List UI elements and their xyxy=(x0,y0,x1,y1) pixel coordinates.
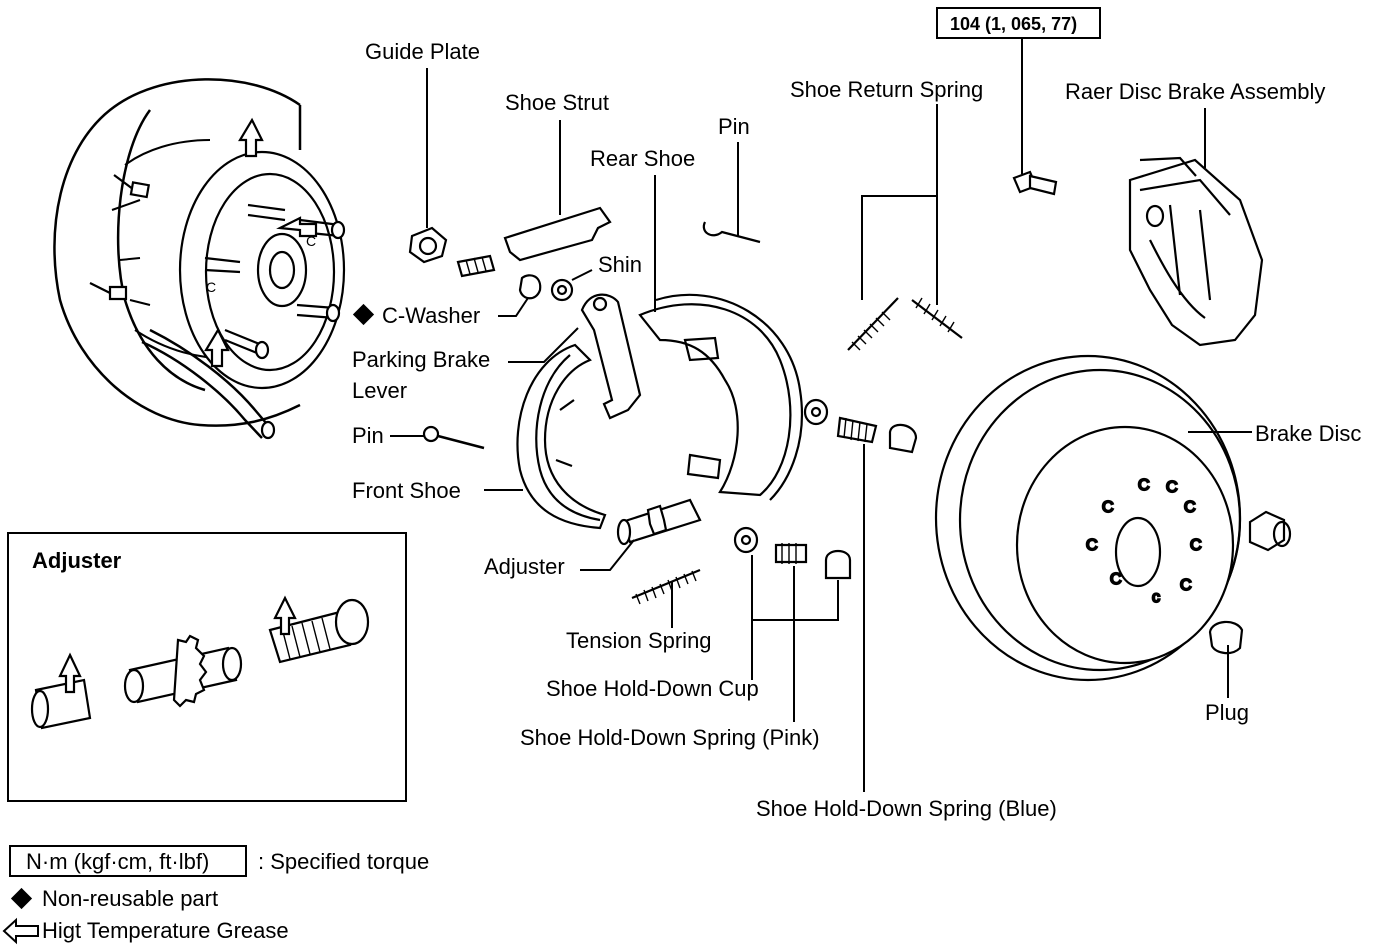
svg-text:C: C xyxy=(1166,479,1178,496)
label-parking-brake-lever-line2: Lever xyxy=(352,378,407,403)
small-spring-part xyxy=(456,254,496,278)
label-adjuster: Adjuster xyxy=(484,554,565,579)
plug-part xyxy=(1208,620,1244,698)
label-pin-top: Pin xyxy=(718,114,750,139)
label-rear-disc-brake-assembly: Raer Disc Brake Assembly xyxy=(1065,79,1325,104)
label-shin: Shin xyxy=(598,252,642,277)
label-shoe-strut: Shoe Strut xyxy=(505,90,609,115)
bolt-part xyxy=(1012,38,1058,196)
label-shoe-hold-down-spring-pink: Shoe Hold-Down Spring (Pink) xyxy=(520,725,820,750)
label-c-washer: C-Washer xyxy=(382,303,480,328)
label-pin-mid: Pin xyxy=(352,423,384,448)
label-shoe-hold-down-spring-blue: Shoe Hold-Down Spring (Blue) xyxy=(756,796,1057,821)
rear-shoe-part xyxy=(638,175,804,501)
shoe-hold-down-parts-upper xyxy=(803,398,918,792)
svg-text:C: C xyxy=(1180,577,1192,594)
label-parking-brake-lever-line1: Parking Brake xyxy=(352,347,490,372)
adjuster-inset: Adjuster xyxy=(7,532,407,802)
adjuster-inset-title: Adjuster xyxy=(32,548,122,573)
svg-text:C: C xyxy=(1086,537,1098,554)
legend-torque-desc: : Specified torque xyxy=(258,849,429,874)
legend-non-reusable: Non-reusable part xyxy=(42,886,218,911)
brake-disc-part: C C C C C c C C C xyxy=(934,354,1252,682)
parking-brake-lever-part xyxy=(508,293,642,420)
svg-text:C: C xyxy=(1138,477,1150,494)
svg-text:C: C xyxy=(1190,537,1202,554)
label-brake-disc: Brake Disc xyxy=(1255,421,1361,446)
legend-torque-box xyxy=(9,845,247,877)
shoe-strut-part xyxy=(503,120,612,262)
pin-mid-part xyxy=(390,425,485,450)
svg-text:c: c xyxy=(1152,589,1160,606)
legend: N·m (kgf·cm, ft·lbf) : Specified torque … xyxy=(2,845,429,945)
lug-nut-part xyxy=(1248,510,1292,552)
caliper-part xyxy=(1128,108,1264,347)
c-washer-part xyxy=(498,274,542,317)
adjuster-part xyxy=(580,498,702,571)
legend-torque-box-text: N·m (kgf·cm, ft·lbf) xyxy=(26,849,209,874)
pin-top-part xyxy=(702,142,761,244)
svg-text:C: C xyxy=(1102,499,1114,516)
shin-part xyxy=(550,269,593,302)
label-guide-plate: Guide Plate xyxy=(365,39,480,64)
label-shoe-return-spring: Shoe Return Spring xyxy=(790,77,983,102)
label-shoe-hold-down-cup: Shoe Hold-Down Cup xyxy=(546,676,759,701)
label-plug: Plug xyxy=(1205,700,1249,725)
torque-box xyxy=(936,7,1101,39)
svg-text:C: C xyxy=(306,233,316,249)
label-torque-value: 104 (1, 065, 77) xyxy=(950,14,1077,34)
svg-text:C: C xyxy=(206,279,216,295)
svg-text:C: C xyxy=(1110,571,1122,588)
shoe-return-springs-part xyxy=(847,104,963,351)
hollow-arrow-icon xyxy=(2,917,39,945)
shoe-hold-down-parts-lower xyxy=(733,526,852,722)
diamond-icon xyxy=(10,887,33,910)
front-shoe-part xyxy=(484,343,607,530)
guide-plate-part xyxy=(408,68,448,264)
label-tension-spring: Tension Spring xyxy=(566,628,712,653)
c-washer-diamond-icon xyxy=(352,303,375,326)
legend-grease: Higt Temperature Grease xyxy=(42,918,289,943)
svg-text:C: C xyxy=(1184,499,1196,516)
label-front-shoe: Front Shoe xyxy=(352,478,461,503)
tension-spring-part xyxy=(631,568,701,628)
label-rear-shoe: Rear Shoe xyxy=(590,146,695,171)
backing-plate-hub-assembly: C C xyxy=(53,78,346,440)
